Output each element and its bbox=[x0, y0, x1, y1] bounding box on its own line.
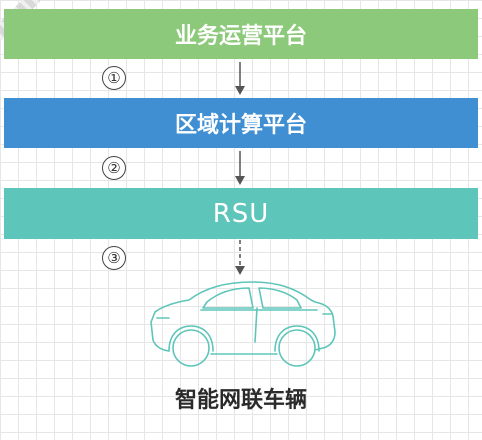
car-icon bbox=[150, 281, 336, 367]
regional-computing-platform-label: 区域计算平台 bbox=[174, 113, 307, 138]
down-arrow-1-icon bbox=[235, 62, 245, 95]
regional-computing-platform-band: 区域计算平台 bbox=[4, 98, 478, 148]
step-3-marker: ③ bbox=[102, 246, 126, 270]
business-operation-platform-band: 业务运营平台 bbox=[4, 9, 478, 59]
rsu-band: RSU bbox=[4, 188, 478, 239]
business-operation-platform-label: 业务运营平台 bbox=[174, 24, 307, 49]
down-arrow-2-icon bbox=[235, 151, 245, 185]
step-1-marker: ① bbox=[102, 66, 126, 90]
intelligent-connected-vehicle-caption: 智能网联车辆 bbox=[174, 388, 307, 413]
step-2-marker: ② bbox=[102, 156, 126, 180]
rsu-label: RSU bbox=[212, 198, 270, 229]
down-dashed-arrow-3-icon bbox=[235, 240, 245, 275]
